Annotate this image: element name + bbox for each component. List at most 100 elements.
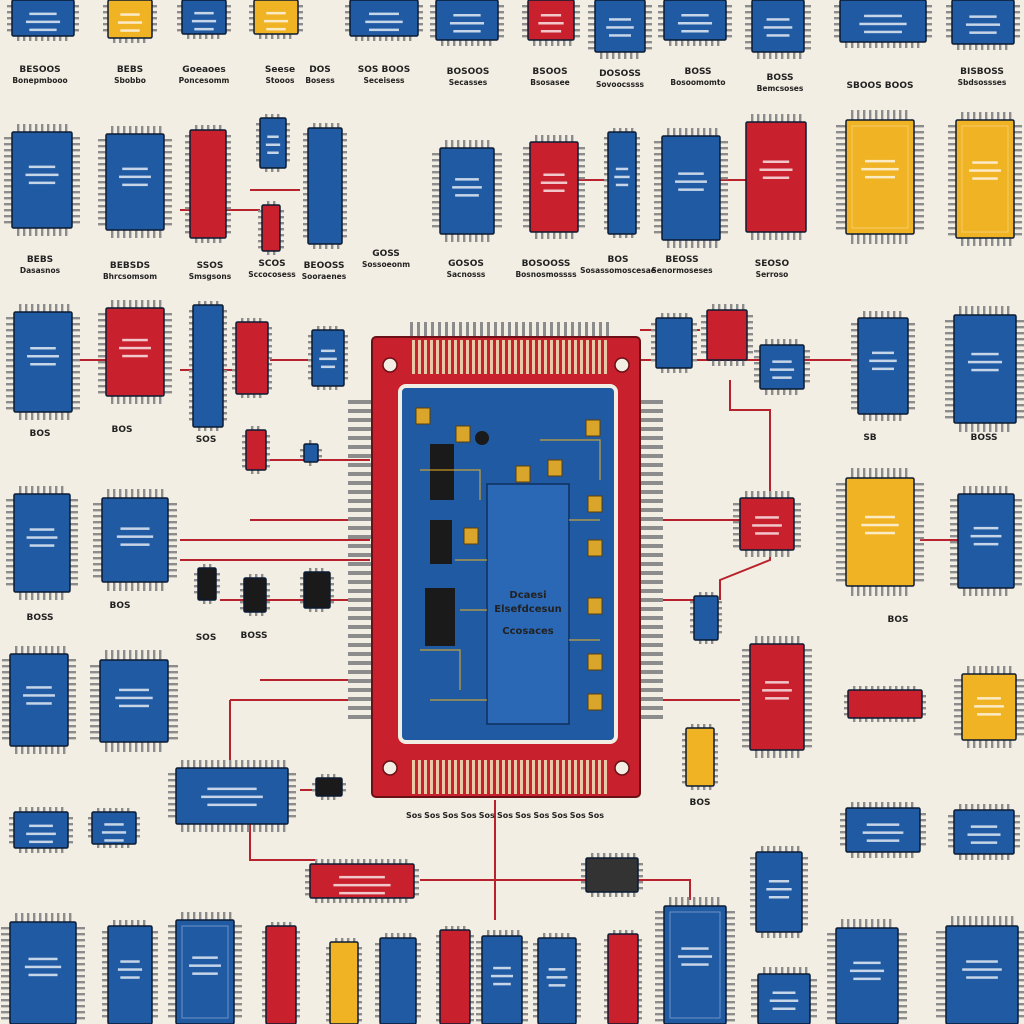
chip-caption-title: GOSS bbox=[372, 249, 400, 259]
small-label: BOS bbox=[30, 429, 51, 439]
chip bbox=[733, 491, 801, 557]
chip bbox=[701, 304, 753, 366]
chip bbox=[745, 0, 811, 59]
chip-caption-title: SOS BOOS bbox=[358, 65, 410, 75]
processor-pin-label: Sos bbox=[588, 811, 604, 820]
processor-pin-label: Sos bbox=[533, 811, 549, 820]
chip bbox=[432, 140, 502, 242]
chip bbox=[240, 574, 270, 616]
chip bbox=[177, 0, 231, 39]
small-label: BOS bbox=[112, 425, 133, 435]
chip bbox=[300, 440, 322, 466]
chip-caption-title: BOSS bbox=[684, 67, 711, 77]
chip-caption-sub: Serroso bbox=[756, 270, 789, 279]
chip bbox=[533, 933, 581, 1024]
chip-caption-sub: Bsosasee bbox=[530, 78, 570, 87]
chip bbox=[948, 804, 1020, 860]
chip bbox=[262, 922, 300, 1024]
chip-caption-title: BOSS bbox=[766, 73, 793, 83]
chip bbox=[844, 686, 926, 722]
processor-pin-label: Sos bbox=[515, 811, 531, 820]
chip bbox=[658, 0, 732, 46]
chip bbox=[655, 897, 735, 1024]
mount-hole bbox=[614, 357, 630, 373]
chip-caption-sub: Bosoomomto bbox=[670, 78, 725, 87]
chip-caption-sub: Sacnosss bbox=[447, 270, 486, 279]
chip-caption-sub: Dasasnos bbox=[20, 266, 61, 275]
chip-caption: SBOOS BOOS bbox=[847, 81, 914, 91]
chip-caption-sub: Bemcsoses bbox=[757, 84, 804, 93]
chip bbox=[4, 124, 80, 236]
processor-core bbox=[486, 483, 570, 725]
die-component bbox=[475, 431, 489, 445]
chip bbox=[682, 724, 718, 790]
chip-caption-title: Goeaoes bbox=[182, 65, 225, 75]
chip-caption-sub: Sovoocssss bbox=[596, 80, 645, 89]
chip bbox=[948, 112, 1022, 246]
chip-caption-title: BOSOOS bbox=[447, 67, 490, 77]
chip-caption-title: SEOSO bbox=[755, 259, 790, 269]
circuit-trace bbox=[249, 810, 315, 861]
chip bbox=[300, 568, 334, 612]
chip bbox=[690, 592, 722, 644]
chip bbox=[654, 128, 728, 248]
chip bbox=[305, 859, 419, 903]
chip bbox=[604, 930, 642, 1024]
chip bbox=[827, 919, 907, 1024]
chip bbox=[258, 201, 284, 255]
die-component bbox=[547, 459, 563, 477]
small-label: BOSS bbox=[970, 433, 997, 443]
chip bbox=[103, 0, 157, 43]
chip bbox=[232, 318, 272, 398]
die-component bbox=[425, 588, 455, 646]
small-label: SOS bbox=[196, 633, 217, 643]
processor-pin-label: Sos bbox=[552, 811, 568, 820]
chip-caption-sub: Secasses bbox=[449, 78, 488, 87]
chip-caption-sub: Bosess bbox=[305, 76, 335, 85]
processor-label-line: Elsefdcesun bbox=[494, 604, 561, 615]
chip-caption-title: GOSOS bbox=[448, 259, 484, 269]
chip bbox=[88, 808, 140, 848]
chip bbox=[90, 650, 178, 752]
chip-caption-sub: Bosnosmossss bbox=[515, 270, 577, 279]
chip bbox=[742, 636, 812, 758]
processor-label-line: Ccosaces bbox=[502, 626, 554, 637]
processor-pin-label: Sos bbox=[479, 811, 495, 820]
chip bbox=[436, 926, 474, 1024]
processor-label-line: Dcaesi bbox=[509, 590, 546, 601]
chip-caption-sub: Seceisess bbox=[363, 76, 405, 85]
die-component bbox=[587, 495, 603, 513]
chip bbox=[750, 846, 808, 938]
chip-caption-title: BESOOS bbox=[19, 65, 60, 75]
chip-caption-title: BSOOS bbox=[532, 67, 567, 77]
chip bbox=[189, 301, 227, 431]
processor-pin-label: Sos bbox=[406, 811, 422, 820]
processor-pin-label: Sos bbox=[442, 811, 458, 820]
chip-caption-title: DOSOSS bbox=[599, 69, 641, 79]
die-component bbox=[430, 444, 454, 500]
chip bbox=[523, 135, 585, 239]
chip-caption-title: BISBOSS bbox=[960, 67, 1004, 77]
chip bbox=[7, 0, 79, 41]
die-component bbox=[415, 407, 431, 425]
chip-caption-title: BEBSDS bbox=[110, 261, 150, 271]
chip-caption-sub: Sossoeonm bbox=[362, 260, 410, 269]
chip bbox=[168, 760, 296, 832]
chip bbox=[375, 933, 421, 1024]
chip bbox=[345, 0, 423, 41]
chip bbox=[751, 967, 817, 1024]
